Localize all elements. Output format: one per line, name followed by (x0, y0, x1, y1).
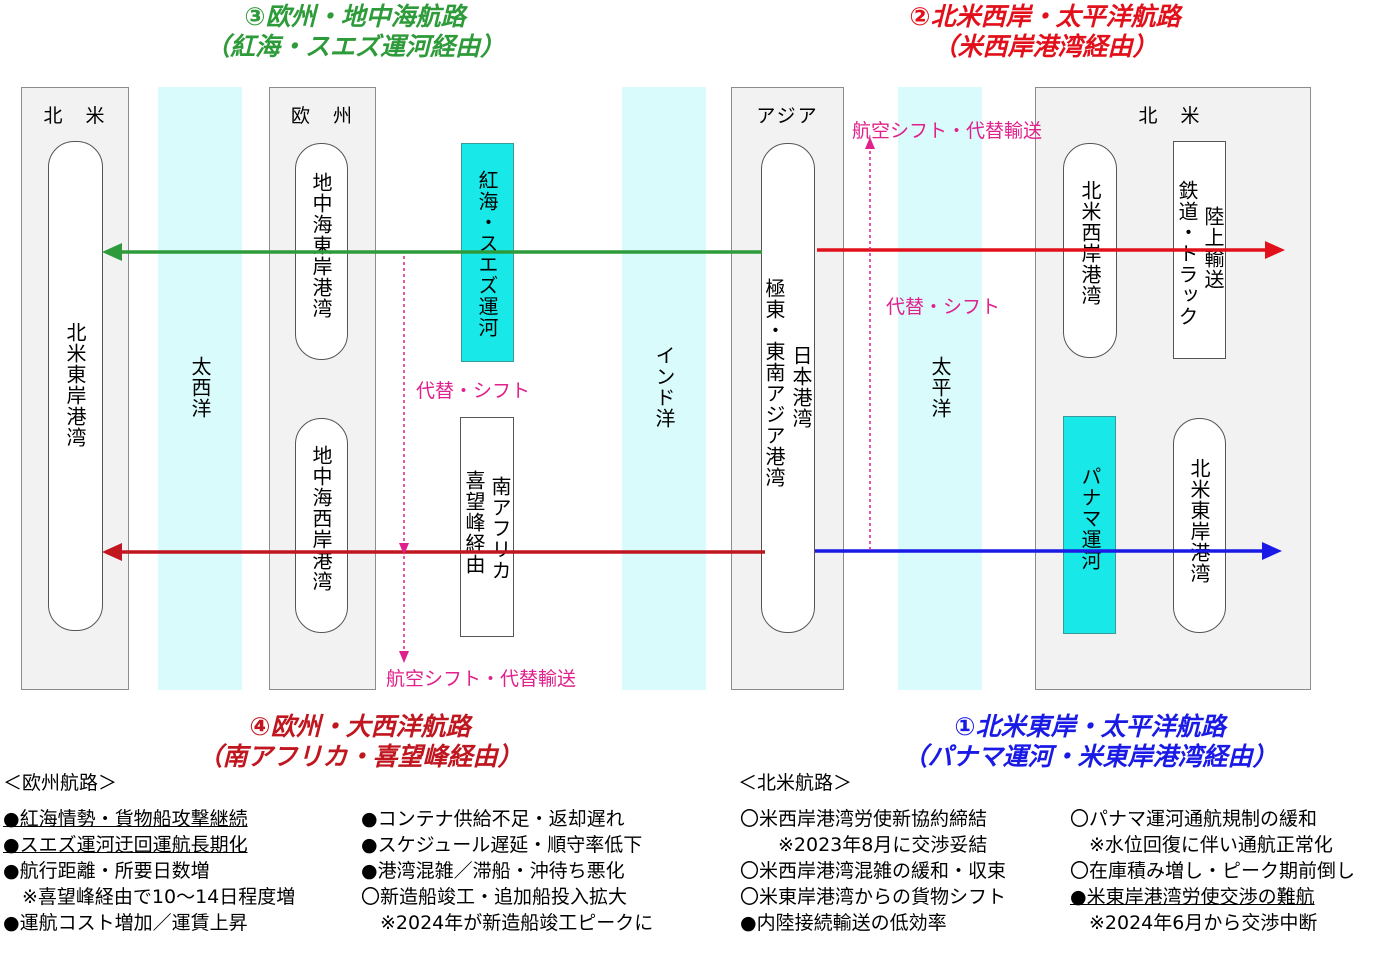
node-med-west-coast (295, 418, 348, 633)
route2-arrowhead (1265, 241, 1285, 259)
shift-arrowhead-left-mid (399, 543, 409, 555)
north-america-note-3: 〇米西岸港湾混雑の緩和・収束 (740, 860, 1007, 882)
europe-note-7: ●スケジュール遅延・順守率低下 (361, 834, 643, 856)
node-label-red-sea-suez: 紅海・スエズ運河 (475, 170, 499, 338)
europe-note-3: ●航行距離・所要日数増 (3, 860, 210, 882)
north-america-notes-title: ＜北米航路＞ (738, 772, 853, 794)
north-america-notes-col2: 〇パナマ運河通航規制の緩和 ※水位回復に伴い通航正常化 〇在庫積み増し・ピーク期… (1070, 806, 1355, 936)
north-america-note-6: 〇パナマ運河通航規制の緩和 (1070, 808, 1318, 830)
route3-heading: ③欧州・地中海航路 （紅海・スエズ運河経由） (190, 2, 520, 62)
ocean-label-indian: インド洋 (652, 345, 676, 429)
node-label-na-east-coast-left: 北米東岸港湾 (63, 322, 87, 448)
node-label-med-west-coast: 地中海西岸港湾 (309, 445, 333, 592)
region-label-europe: 欧 州 (290, 105, 354, 127)
north-america-note-5: ●内陸接続輸送の低効率 (740, 912, 947, 934)
north-america-notes-col1: 〇米西岸港湾労使新協約締結 ※2023年8月に交渉妥結 〇米西岸港湾混雑の緩和・… (740, 806, 1006, 936)
europe-note-6: ●コンテナ供給不足・返却遅れ (361, 808, 625, 830)
route1-heading: ①北米東岸・太平洋航路 （パナマ運河・米東岸港湾経由） (880, 712, 1300, 772)
europe-note-10: ※2024年が新造船竣工ピークに (361, 912, 654, 934)
north-america-note-9: ●米東岸港湾労使交渉の難航 (1070, 886, 1315, 908)
ocean-atlantic (158, 87, 242, 690)
route4-title: ④欧州・大西洋航路 (249, 712, 471, 741)
node-label-land-transport-line1: 陸上輸送 (1201, 206, 1225, 290)
node-label-na-east-coast-right: 北米東岸港湾 (1187, 458, 1211, 584)
europe-note-1: ●紅海情勢・貨物船攻撃継続 (3, 808, 248, 830)
ocean-label-pacific: 太平洋 (928, 356, 952, 419)
route4-subtitle: （南アフリカ・喜望峰経由） (197, 742, 523, 771)
europe-note-9: 〇新造船竣工・追加船投入拡大 (361, 886, 628, 908)
node-label-panama-canal: パナマ運河 (1078, 466, 1102, 571)
route1-subtitle: （パナマ運河・米東岸港湾経由） (902, 742, 1278, 771)
north-america-note-7: ※水位回復に伴い通航正常化 (1070, 834, 1333, 856)
europe-note-8: ●港湾混雑／滞船・沖待ち悪化 (361, 860, 625, 882)
shift-label-alt-left: 代替・シフト (416, 380, 531, 402)
node-label-land-transport-line2: 鉄道・トラック (1175, 180, 1199, 327)
region-label-asia: アジア (756, 105, 819, 127)
route3-arrowhead (102, 243, 122, 261)
route2-subtitle: （米西岸港湾経由） (932, 32, 1158, 61)
shift-arrowhead-left-bottom (399, 651, 409, 663)
node-south-africa (460, 417, 514, 637)
ocean-indian (622, 87, 706, 690)
region-label-north-america-right: 北 米 (1138, 105, 1202, 127)
north-america-note-10: ※2024年6月から交渉中断 (1070, 912, 1318, 934)
node-label-asia-line1: 日本港湾 (789, 345, 813, 429)
node-panama-canal (1063, 416, 1116, 634)
europe-notes-col1: ●紅海情勢・貨物船攻撃継続 ●スエズ運河迂回運航長期化 ●航行距離・所要日数増 … (3, 806, 295, 936)
node-na-east-coast-left (48, 141, 103, 631)
node-label-south-africa-line2: 喜望峰経由 (462, 470, 486, 575)
europe-note-4: ※喜望峰経由で10～14日程度増 (3, 886, 296, 908)
europe-note-2: ●スエズ運河迂回運航長期化 (3, 834, 248, 856)
europe-notes-col2: ●コンテナ供給不足・返却遅れ ●スケジュール遅延・順守率低下 ●港湾混雑／滞船・… (361, 806, 653, 936)
node-label-asia-line2: 極東・東南アジア港湾 (762, 278, 786, 488)
north-america-note-8: 〇在庫積み増し・ピーク期前倒し (1070, 860, 1356, 882)
north-america-note-1: 〇米西岸港湾労使新協約締結 (740, 808, 988, 830)
shift-label-alt-right: 代替・シフト (886, 296, 1001, 318)
route3-subtitle: （紅海・スエズ運河経由） (204, 32, 505, 61)
north-america-note-2: ※2023年8月に交渉妥結 (740, 834, 988, 856)
node-asia-ports (761, 143, 815, 633)
ocean-label-atlantic: 太西洋 (188, 356, 212, 419)
region-label-north-america-left: 北 米 (43, 105, 107, 127)
route3-title: ③欧州・地中海航路 (244, 2, 466, 31)
node-label-med-east-coast: 地中海東岸港湾 (309, 172, 333, 319)
node-na-east-coast-right (1173, 418, 1226, 633)
node-label-na-west-coast: 北米西岸港湾 (1078, 180, 1102, 306)
node-label-south-africa-line1: 南アフリカ (488, 476, 512, 581)
route1-arrowhead (1262, 542, 1282, 560)
route4-arrowhead (102, 543, 122, 561)
route2-title: ②北米西岸・太平洋航路 (909, 2, 1181, 31)
north-america-note-4: 〇米東岸港湾からの貨物シフト (740, 886, 1007, 908)
shift-arrowhead-right (865, 137, 875, 149)
route2-heading: ②北米西岸・太平洋航路 （米西岸港湾経由） (880, 2, 1210, 62)
europe-notes-title: ＜欧州航路＞ (3, 772, 118, 794)
europe-note-5: ●運航コスト増加／運賃上昇 (3, 912, 248, 934)
ocean-pacific (898, 87, 982, 690)
route4-heading: ④欧州・大西洋航路 （南アフリカ・喜望峰経由） (180, 712, 540, 772)
shift-label-air-top: 航空シフト・代替輸送 (852, 120, 1043, 142)
shift-label-air-bottom: 航空シフト・代替輸送 (386, 668, 577, 690)
route1-title: ①北米東岸・太平洋航路 (954, 712, 1226, 741)
